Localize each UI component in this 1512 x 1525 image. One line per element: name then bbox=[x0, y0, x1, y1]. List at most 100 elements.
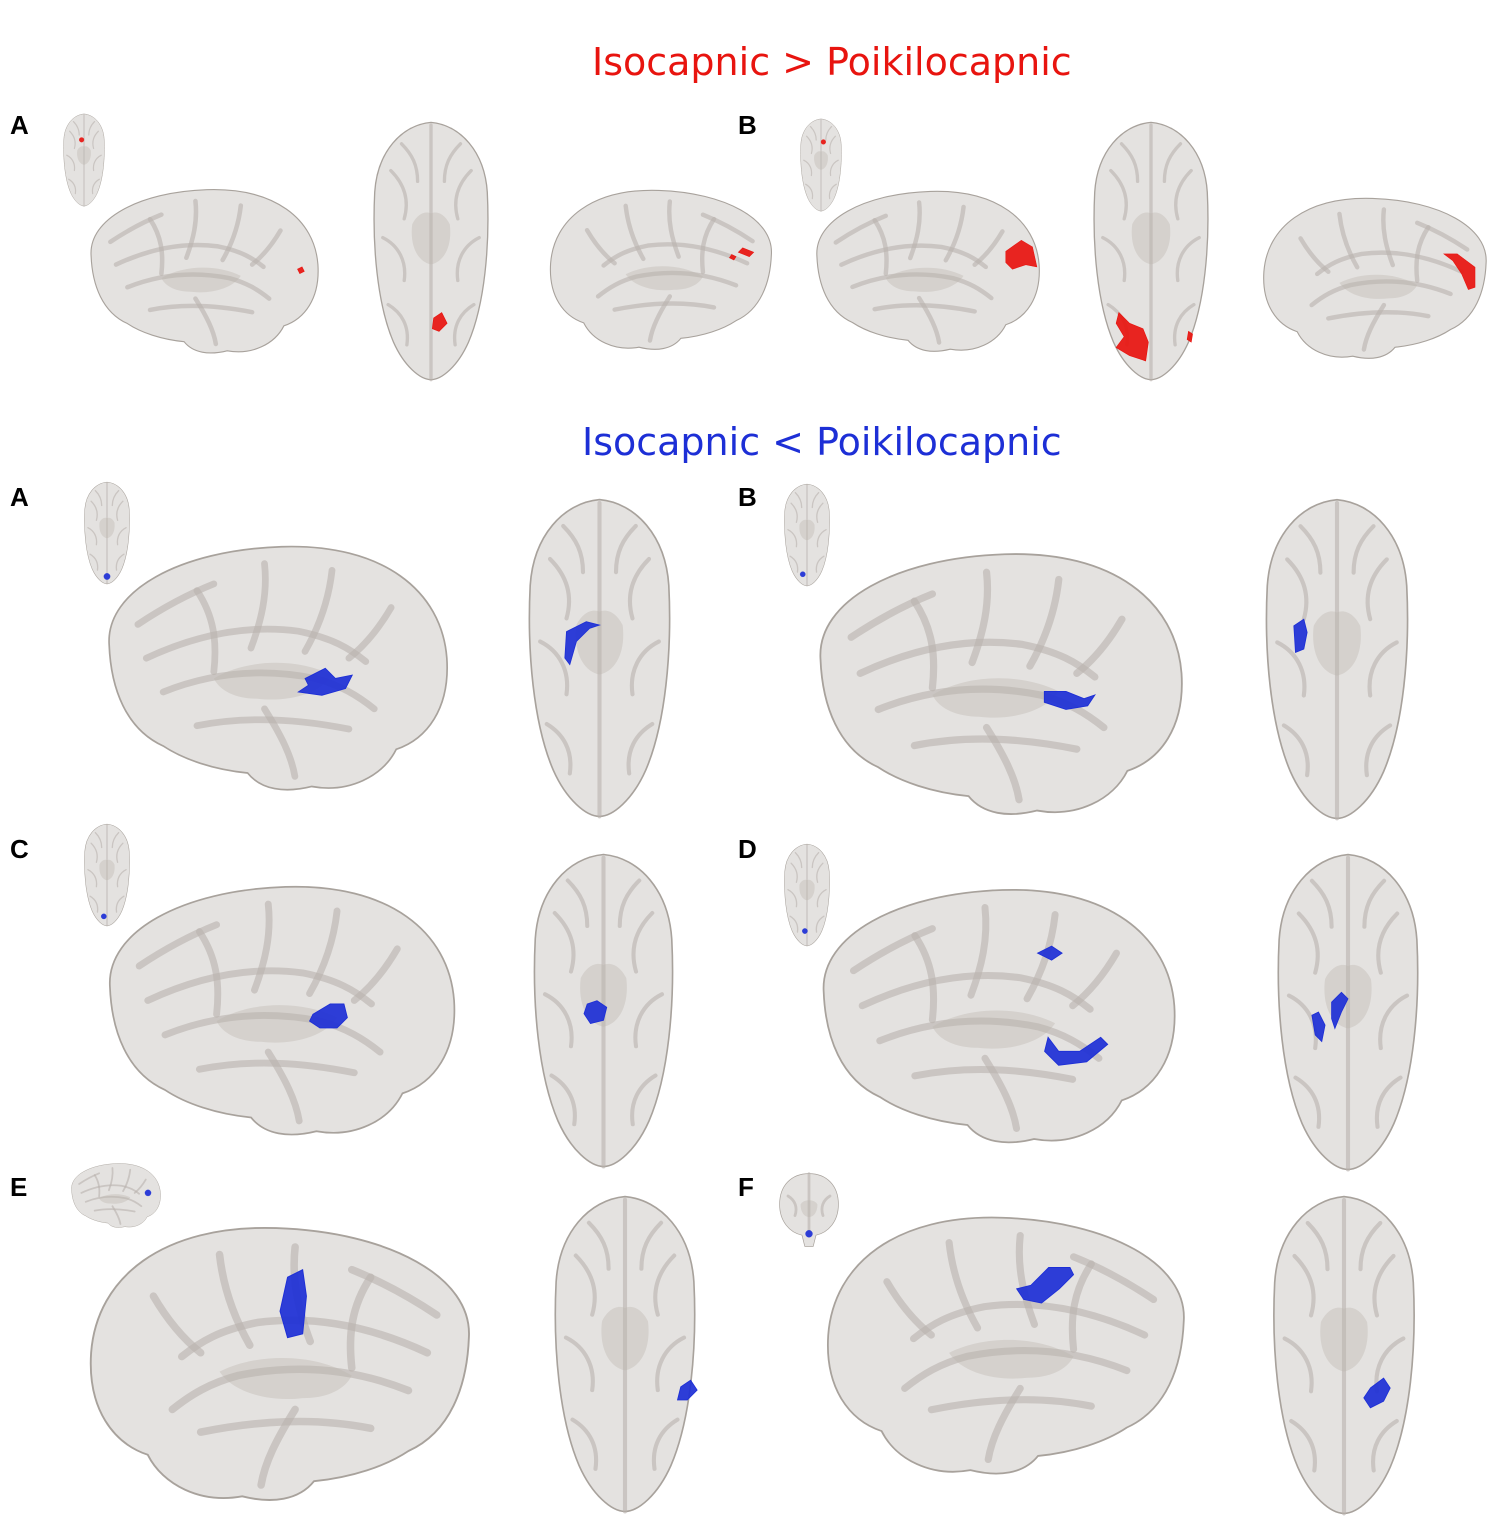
activation-cluster bbox=[1311, 1011, 1326, 1043]
gyrus bbox=[1285, 557, 1309, 622]
gyrus bbox=[1362, 878, 1387, 929]
gyrus bbox=[215, 1250, 254, 1350]
gyrus bbox=[943, 204, 966, 263]
gyrus bbox=[184, 198, 199, 261]
gyrus bbox=[1309, 279, 1453, 308]
activation-cluster bbox=[79, 137, 85, 143]
axial-f bbox=[1273, 1195, 1415, 1516]
gyrus bbox=[1172, 302, 1196, 347]
gyrus bbox=[92, 154, 102, 172]
activation-cluster bbox=[799, 571, 806, 577]
axial-top-b bbox=[1093, 121, 1209, 382]
gyrus bbox=[542, 992, 574, 1049]
gyrus bbox=[910, 1300, 1149, 1343]
activation-cluster bbox=[103, 573, 111, 580]
gyrus bbox=[908, 200, 922, 261]
axial-a bbox=[528, 498, 671, 819]
gyrus bbox=[249, 228, 283, 267]
gyrus bbox=[345, 604, 395, 662]
gyrus bbox=[847, 590, 937, 641]
gyrus bbox=[1023, 911, 1059, 1003]
gyrus bbox=[1374, 1075, 1403, 1129]
gyrus bbox=[613, 523, 638, 575]
gyrus bbox=[87, 869, 98, 888]
gyrus bbox=[633, 992, 665, 1049]
gyrus bbox=[623, 203, 646, 262]
gyrus bbox=[563, 1335, 595, 1393]
gyrus bbox=[452, 302, 476, 347]
gyrus bbox=[981, 1054, 1021, 1132]
gyrus bbox=[850, 272, 994, 301]
gyrus bbox=[547, 556, 572, 621]
gyrus bbox=[455, 235, 481, 283]
gyrus bbox=[87, 527, 98, 546]
sagittal-right-top-a bbox=[549, 189, 772, 350]
gyrus bbox=[257, 1405, 299, 1489]
gyrus bbox=[92, 130, 99, 150]
gyrus bbox=[301, 567, 336, 655]
gyrus bbox=[1298, 524, 1323, 575]
gyrus bbox=[111, 489, 120, 507]
activation-cluster bbox=[297, 266, 305, 275]
gyrus bbox=[306, 907, 341, 998]
gyrus bbox=[627, 556, 652, 621]
gyrus bbox=[1119, 142, 1140, 183]
axial-e bbox=[554, 1195, 698, 1514]
gyrus bbox=[833, 213, 888, 245]
gyrus bbox=[631, 910, 655, 974]
gyrus bbox=[94, 831, 103, 849]
gyrus bbox=[1068, 1260, 1095, 1353]
sagittal-e bbox=[89, 1227, 470, 1501]
gyrus bbox=[910, 597, 938, 692]
gyrus bbox=[809, 126, 817, 141]
gyrus bbox=[1381, 207, 1395, 268]
gyrus bbox=[968, 568, 992, 667]
gyrus bbox=[111, 1205, 122, 1225]
inset-c bbox=[84, 823, 130, 927]
activation-cluster bbox=[431, 312, 448, 332]
gyrus bbox=[1069, 949, 1120, 1010]
activation-cluster bbox=[144, 1189, 152, 1197]
gyrus bbox=[159, 669, 378, 713]
inset-d bbox=[784, 843, 830, 947]
gyrus bbox=[1371, 1418, 1399, 1473]
sagittal-left-top-b bbox=[816, 190, 1040, 352]
gyrus bbox=[1378, 993, 1410, 1051]
gyrus bbox=[820, 1194, 832, 1217]
gyrus bbox=[901, 1347, 1131, 1392]
gyrus bbox=[1415, 220, 1470, 252]
gyrus bbox=[399, 142, 420, 183]
gyrus bbox=[251, 900, 273, 994]
gyrus bbox=[116, 527, 127, 546]
activation-cluster bbox=[297, 667, 354, 696]
activation-cluster bbox=[1044, 1036, 1109, 1066]
gyrus bbox=[1073, 615, 1126, 677]
gyrus bbox=[133, 1178, 147, 1194]
gyrus bbox=[816, 529, 827, 548]
gyrus bbox=[111, 831, 120, 849]
gyrus bbox=[815, 555, 825, 573]
gyrus bbox=[1351, 524, 1376, 575]
inset-a bbox=[84, 481, 130, 585]
gyrus bbox=[115, 553, 125, 571]
gyrus bbox=[125, 272, 272, 301]
inset-f bbox=[779, 1172, 839, 1247]
gyrus bbox=[911, 932, 938, 1024]
sagittal-c bbox=[109, 885, 456, 1136]
gyrus bbox=[787, 889, 798, 908]
gyrus bbox=[116, 869, 127, 888]
section-title-decrease: Isocapnic < Poikilocapnic bbox=[582, 420, 1062, 464]
activation-cluster bbox=[1363, 1377, 1391, 1409]
gyrus bbox=[94, 489, 103, 507]
axial-d bbox=[1277, 853, 1419, 1172]
gyrus bbox=[790, 862, 798, 883]
panel-label-f: F bbox=[738, 1172, 754, 1202]
gyrus bbox=[115, 895, 125, 913]
activation-cluster bbox=[1293, 618, 1308, 653]
gyrus bbox=[89, 553, 99, 571]
gyrus bbox=[655, 1335, 687, 1393]
gyrus bbox=[561, 523, 586, 575]
gyrus bbox=[849, 925, 936, 975]
gyrus bbox=[134, 580, 218, 628]
gyrus bbox=[794, 491, 803, 509]
